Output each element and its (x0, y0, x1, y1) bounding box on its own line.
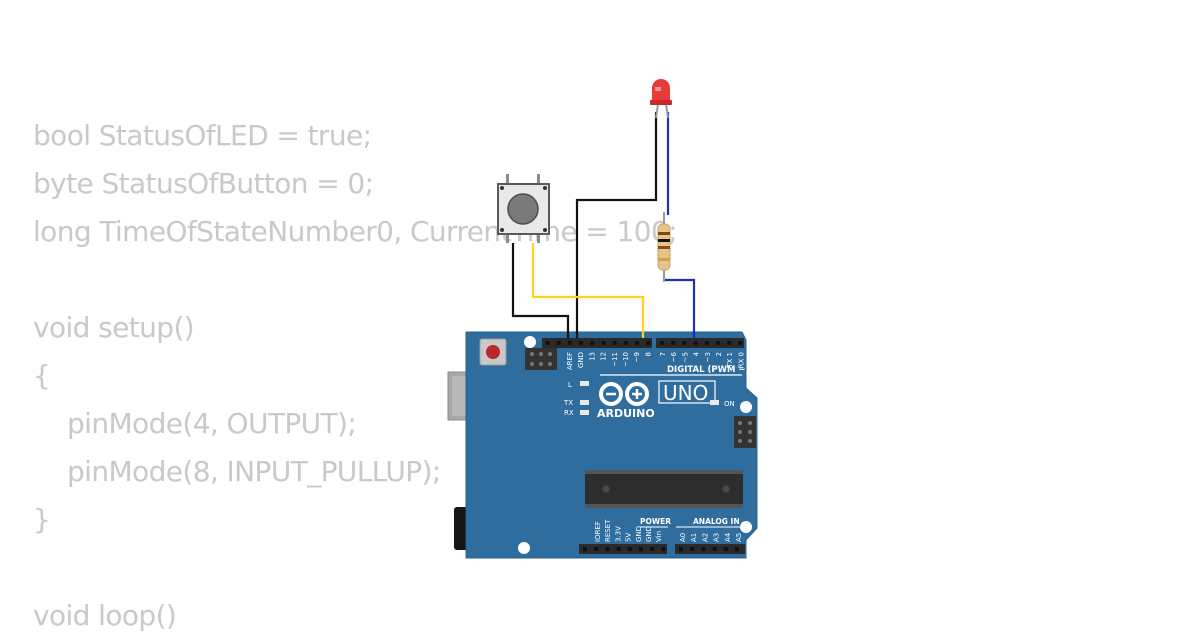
resistor[interactable] (657, 212, 671, 282)
model-text: UNO (663, 381, 708, 405)
digital-header-left[interactable] (542, 338, 652, 348)
pin-label: ~11 (611, 352, 619, 367)
code-line: pinMode(4, OUTPUT); (67, 407, 357, 440)
mounting-hole (518, 542, 530, 554)
code-line: void loop() (33, 599, 177, 632)
pin-label: IOREF (594, 521, 602, 542)
pin-label: ~6 (670, 351, 678, 362)
led-label-tx: TX (563, 399, 573, 407)
blue-wire-resistor-pin4[interactable] (662, 278, 696, 338)
led-label-rx: RX (564, 409, 574, 417)
push-button[interactable] (497, 174, 550, 243)
pin-label: RX 0 (737, 352, 745, 368)
power-header-title: POWER (640, 517, 671, 526)
mounting-hole (740, 521, 752, 533)
on-led-label: ON (724, 400, 735, 408)
pin-label: ~10 (622, 352, 630, 367)
pin-label: GND (577, 352, 585, 368)
code-line: byte StatusOfButton = 0; (33, 167, 374, 200)
black-wire-button-gnd[interactable] (511, 243, 570, 338)
icsp-header (525, 348, 557, 370)
red-led[interactable] (650, 79, 672, 119)
code-line: { (33, 359, 51, 392)
pin-label: 7 (659, 352, 667, 356)
pin-label: ~3 (704, 352, 712, 362)
mounting-hole (524, 336, 536, 348)
pin-label: Vin (655, 531, 663, 542)
wires (511, 112, 696, 338)
led-body (652, 79, 670, 104)
arduino-infinity-logo-icon (599, 382, 649, 406)
led-l-indicator (580, 381, 589, 386)
code-line: bool StatusOfLED = true; (33, 119, 372, 152)
pin-label: RESET (604, 519, 612, 542)
pin-label: A3 (713, 533, 721, 542)
pin-label: TX 1 (726, 352, 734, 369)
code-line: } (33, 503, 51, 536)
pin-label: 12 (600, 352, 608, 361)
analog-header[interactable] (675, 544, 745, 554)
icsp-header-right (734, 416, 756, 448)
pin-label: A2 (701, 533, 709, 542)
led-tx-indicator (580, 400, 589, 405)
pin-label: A1 (690, 533, 698, 542)
yellow-wire-button-pin8[interactable] (531, 243, 645, 338)
digital-header-title: DIGITAL (PWM ~) (667, 365, 749, 375)
power-header[interactable] (579, 544, 667, 554)
code-line: pinMode(8, INPUT_PULLUP); (67, 455, 441, 488)
mounting-hole (740, 401, 752, 413)
pin-label: AREF (566, 352, 574, 370)
led-rx-indicator (580, 410, 589, 415)
code-line: long TimeOfStateNumber0, CurrentTime = 1… (33, 215, 678, 248)
digital-header-right[interactable] (656, 338, 744, 348)
code-line: void setup() (33, 311, 195, 344)
brand-text: ARDUINO (597, 407, 655, 420)
code-listing: bool StatusOfLED = true; byte StatusOfBut… (33, 112, 678, 640)
pin-label: 2 (715, 352, 723, 356)
analog-header-title: ANALOG IN (693, 517, 740, 526)
push-button-cap[interactable] (507, 193, 539, 225)
pin-label: ~5 (681, 352, 689, 362)
black-wire-gnd-led[interactable] (575, 112, 658, 338)
pin-label: GND (645, 526, 653, 542)
pin-label: 8 (644, 352, 652, 356)
led-rim (650, 100, 672, 105)
pin-label: A5 (735, 533, 743, 542)
led-label-l: L (568, 381, 572, 389)
pin-label: 4 (693, 351, 701, 356)
pin-label: A4 (724, 532, 732, 542)
reset-button-cap[interactable] (486, 345, 500, 359)
pin-label: A0 (679, 533, 687, 542)
microcontroller-chip (585, 470, 743, 508)
pin-label: 3.3V (614, 526, 622, 542)
pin-label: 13 (588, 352, 596, 361)
pin-label: ~9 (633, 352, 641, 362)
on-led-indicator (710, 400, 719, 405)
model-box (658, 380, 716, 404)
pin-label: GND (635, 526, 643, 542)
pin-label: 5V (625, 533, 633, 542)
